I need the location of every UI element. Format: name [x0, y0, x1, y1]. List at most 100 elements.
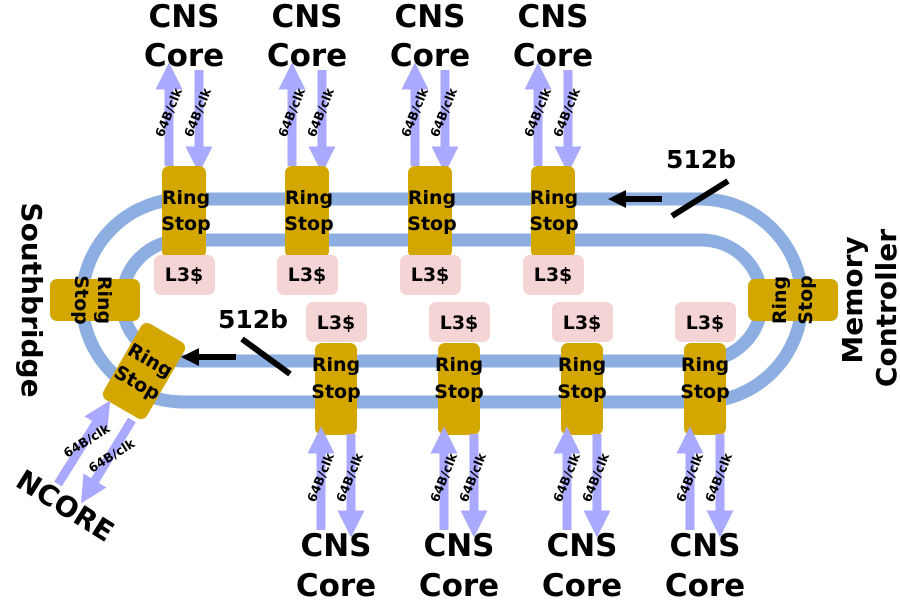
core-label-line1: CNS	[517, 0, 588, 35]
ring-stop-label-line1: Ring	[769, 276, 791, 324]
link-rate-label: 64B/clk	[456, 450, 489, 504]
memory-controller-label-line1: Memory	[836, 236, 869, 363]
core-label-line1: CNS	[423, 528, 494, 564]
core-label-line2: Core	[390, 38, 470, 74]
ring-stop-bottom-3: Ring Stop	[557, 343, 607, 435]
core-label-line2: Core	[267, 38, 347, 74]
link-rate-label: 64B/clk	[427, 450, 460, 504]
ring-stop-label-line1: Ring	[435, 354, 483, 376]
link-rate-label: 64B/clk	[304, 85, 337, 139]
cns-core-bottom-3: 64B/clk 64B/clk CNS Core	[542, 426, 622, 600]
ring-stop-label-line1: Ring	[681, 354, 729, 376]
ring-stop-label-line1: Ring	[162, 187, 210, 209]
top-core-group: CNS Core 64B/clk 64B/clk CNS Core 64B/cl…	[144, 0, 593, 174]
memory-controller-label-line2: Controller	[870, 229, 900, 387]
l3-cache-label: L3$	[288, 264, 327, 286]
l3-cache-top-2: L3$	[277, 255, 338, 295]
ring-stop-label-line1: Ring	[93, 276, 115, 324]
core-label-line2: Core	[419, 568, 499, 600]
l3-cache-bottom-3: L3$	[552, 302, 613, 342]
l3-cache-label: L3$	[534, 264, 573, 286]
l3-cache-top-3: L3$	[400, 255, 461, 295]
ncore-link-down-arrow	[80, 417, 136, 504]
core-label-line1: CNS	[148, 0, 219, 35]
ring-stop-southbridge: Ring Stop	[50, 275, 140, 325]
core-label-line1: CNS	[394, 0, 465, 35]
ring-stop-label-line2: Stop	[795, 275, 817, 324]
core-label-line2: Core	[665, 568, 745, 600]
ring-stop-box	[438, 343, 480, 435]
ring-stop-box	[684, 343, 726, 435]
l3-cache-label: L3$	[563, 312, 602, 334]
ring-stop-label-line1: Ring	[530, 187, 578, 209]
ring-stop-bottom-4: Ring Stop	[680, 343, 730, 435]
ring-stop-label-line1: Ring	[558, 354, 606, 376]
ring-stop-box	[531, 166, 575, 258]
l3-cache-label: L3$	[411, 264, 450, 286]
core-label-line2: Core	[296, 568, 376, 600]
ring-stop-box	[162, 166, 206, 258]
l3-cache-bottom-4: L3$	[675, 302, 736, 342]
core-label-line2: Core	[144, 38, 224, 74]
link-rate-label: 64B/clk	[579, 450, 612, 504]
bottom-ring-stops: Ring Stop Ring Stop Ring Stop Ring Stop	[311, 343, 730, 435]
l3-cache-top-4: L3$	[523, 255, 584, 295]
core-label-line1: CNS	[546, 528, 617, 564]
bus-width-label: 512b	[666, 145, 736, 174]
ring-stop-box	[50, 279, 140, 321]
ring-stop-label-line2: Stop	[434, 381, 483, 403]
ring-stop-box	[285, 166, 329, 258]
l3-cache-label: L3$	[165, 264, 204, 286]
link-rate-label: 64B/clk	[673, 450, 706, 504]
l3-cache-label: L3$	[686, 312, 725, 334]
link-rate-label: 64B/clk	[152, 85, 185, 139]
ring-stop-label-line2: Stop	[529, 213, 578, 235]
core-label-line2: Core	[542, 568, 622, 600]
top-l3-caches: L3$ L3$ L3$ L3$	[154, 255, 584, 295]
link-rate-label: 64B/clk	[333, 450, 366, 504]
ring-stop-box	[748, 279, 838, 321]
ring-stop-box	[315, 343, 357, 435]
cns-core-bottom-2: 64B/clk 64B/clk CNS Core	[419, 426, 499, 600]
ring-stop-top-2: Ring Stop	[284, 166, 334, 258]
ring-stop-label-line1: Ring	[285, 187, 333, 209]
ring-stop-label-line2: Stop	[161, 213, 210, 235]
ring-stop-top-4: Ring Stop	[529, 166, 579, 258]
link-rate-label: 64B/clk	[181, 85, 214, 139]
bus-slash-line	[670, 178, 730, 219]
ring-stop-box	[408, 166, 452, 258]
bus-width-label: 512b	[218, 305, 288, 334]
link-rate-label: 64B/clk	[521, 85, 554, 139]
cns-core-top-1: CNS Core 64B/clk 64B/clk	[144, 0, 224, 174]
ring-stop-label-line2: Stop	[284, 213, 333, 235]
ring-width-annotation-bottom: 512b	[181, 305, 292, 377]
ring-stop-label-line1: Ring	[312, 354, 360, 376]
ring-stop-bottom-2: Ring Stop	[434, 343, 484, 435]
bottom-l3-caches: L3$ L3$ L3$ L3$	[306, 302, 736, 342]
cns-core-bottom-1: 64B/clk 64B/clk CNS Core	[296, 426, 376, 600]
ring-stop-top-1: Ring Stop	[161, 166, 211, 258]
cns-core-top-4: CNS Core 64B/clk 64B/clk	[513, 0, 593, 174]
cns-core-bottom-4: 64B/clk 64B/clk CNS Core	[665, 426, 745, 600]
bus-slash-line	[240, 336, 292, 377]
l3-cache-label: L3$	[440, 312, 479, 334]
memory-controller-group: Ring Stop Memory Controller	[748, 229, 900, 387]
ring-stop-box	[102, 322, 186, 420]
ncore-link-up-arrow	[54, 400, 111, 487]
ring-stop-label-line2: Stop	[407, 213, 456, 235]
ring-stop-memory-controller: Ring Stop	[748, 275, 838, 325]
l3-cache-bottom-1: L3$	[306, 302, 367, 342]
cns-core-top-3: CNS Core 64B/clk 64B/clk	[390, 0, 470, 174]
bottom-core-group: 64B/clk 64B/clk CNS Core 64B/clk 64B/clk…	[296, 426, 745, 600]
link-rate-label: 64B/clk	[275, 85, 308, 139]
link-rate-label: 64B/clk	[702, 450, 735, 504]
ring-width-annotation-top: 512b	[608, 145, 736, 219]
link-rate-label: 64B/clk	[304, 450, 337, 504]
ring-stop-ncore: Ring Stop	[102, 322, 186, 420]
southbridge-group: Southbridge Ring Stop	[15, 202, 140, 398]
core-label-line1: CNS	[300, 528, 371, 564]
ring-stop-box	[561, 343, 603, 435]
core-label-line1: CNS	[271, 0, 342, 35]
cns-core-top-2: CNS Core 64B/clk 64B/clk	[267, 0, 347, 174]
